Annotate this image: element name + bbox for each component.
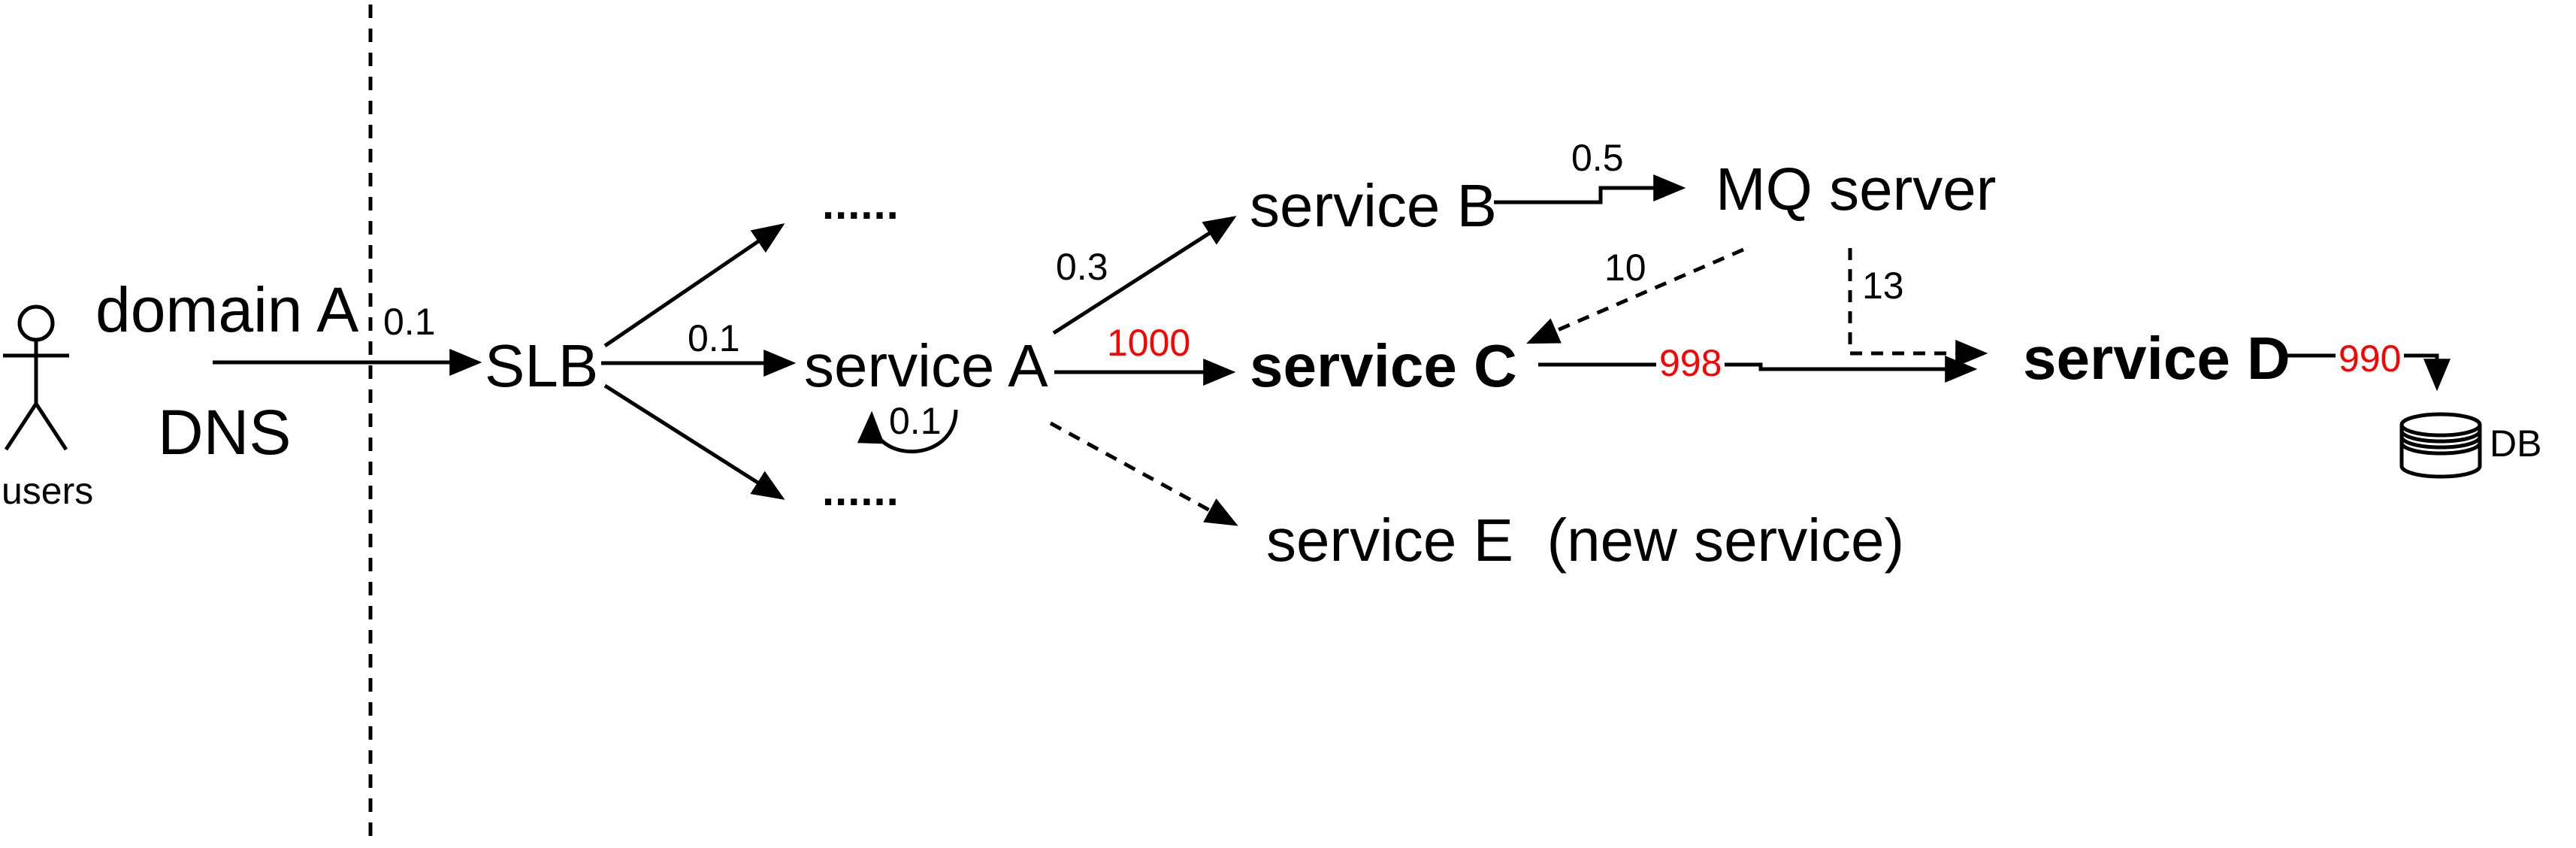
edge-label-slb-service-a: 0.1 <box>688 317 740 359</box>
edge-label-users-slb: 0.1 <box>383 301 436 343</box>
node-dns: DNS <box>158 397 292 468</box>
arrow-mq-service-d <box>1848 248 1988 367</box>
node-service-c: service C <box>1250 332 1517 399</box>
arrow-service-c-service-d <box>1538 356 1978 383</box>
arrow-service-a-self-loop <box>857 409 958 454</box>
node-service-b: service B <box>1250 172 1497 239</box>
node-service-d: service D <box>2023 325 2290 392</box>
arrow-service-a-service-e <box>1049 421 1238 526</box>
node-service-e: service E (new service) <box>1266 507 1905 574</box>
arrow-slb-bottom <box>603 383 785 500</box>
edge-label-mq-service-c: 10 <box>1604 247 1646 289</box>
edge-label-service-a-c: 1000 <box>1107 322 1191 364</box>
edge-label-service-c-d: 998 <box>1656 344 1725 382</box>
edge-label-service-a-self: 0.1 <box>889 400 942 442</box>
database-icon <box>2399 412 2482 479</box>
arrow-service-b-mq <box>1494 174 1686 204</box>
user-icon <box>3 304 69 451</box>
node-users: users <box>2 470 94 512</box>
edge-label-service-a-b: 0.3 <box>1056 246 1108 288</box>
ellipsis-top: ...... <box>822 180 899 229</box>
node-service-a: service A <box>804 332 1048 399</box>
edge-label-service-b-mq: 0.5 <box>1571 137 1624 179</box>
node-db-label: DB <box>2490 422 2542 465</box>
arrow-service-a-service-b <box>1052 216 1237 335</box>
node-domain-a: domain A <box>95 274 359 345</box>
node-mq-server: MQ server <box>1716 156 1997 223</box>
edge-label-mq-service-d: 13 <box>1862 265 1904 307</box>
arrow-service-d-db <box>2281 353 2451 392</box>
edge-label-service-d-db: 990 <box>2336 340 2405 377</box>
node-slb: SLB <box>485 332 599 399</box>
arrow-mq-service-c <box>1526 247 1744 344</box>
ellipsis-bottom: ...... <box>822 466 899 515</box>
arrow-slb-top <box>603 223 785 348</box>
